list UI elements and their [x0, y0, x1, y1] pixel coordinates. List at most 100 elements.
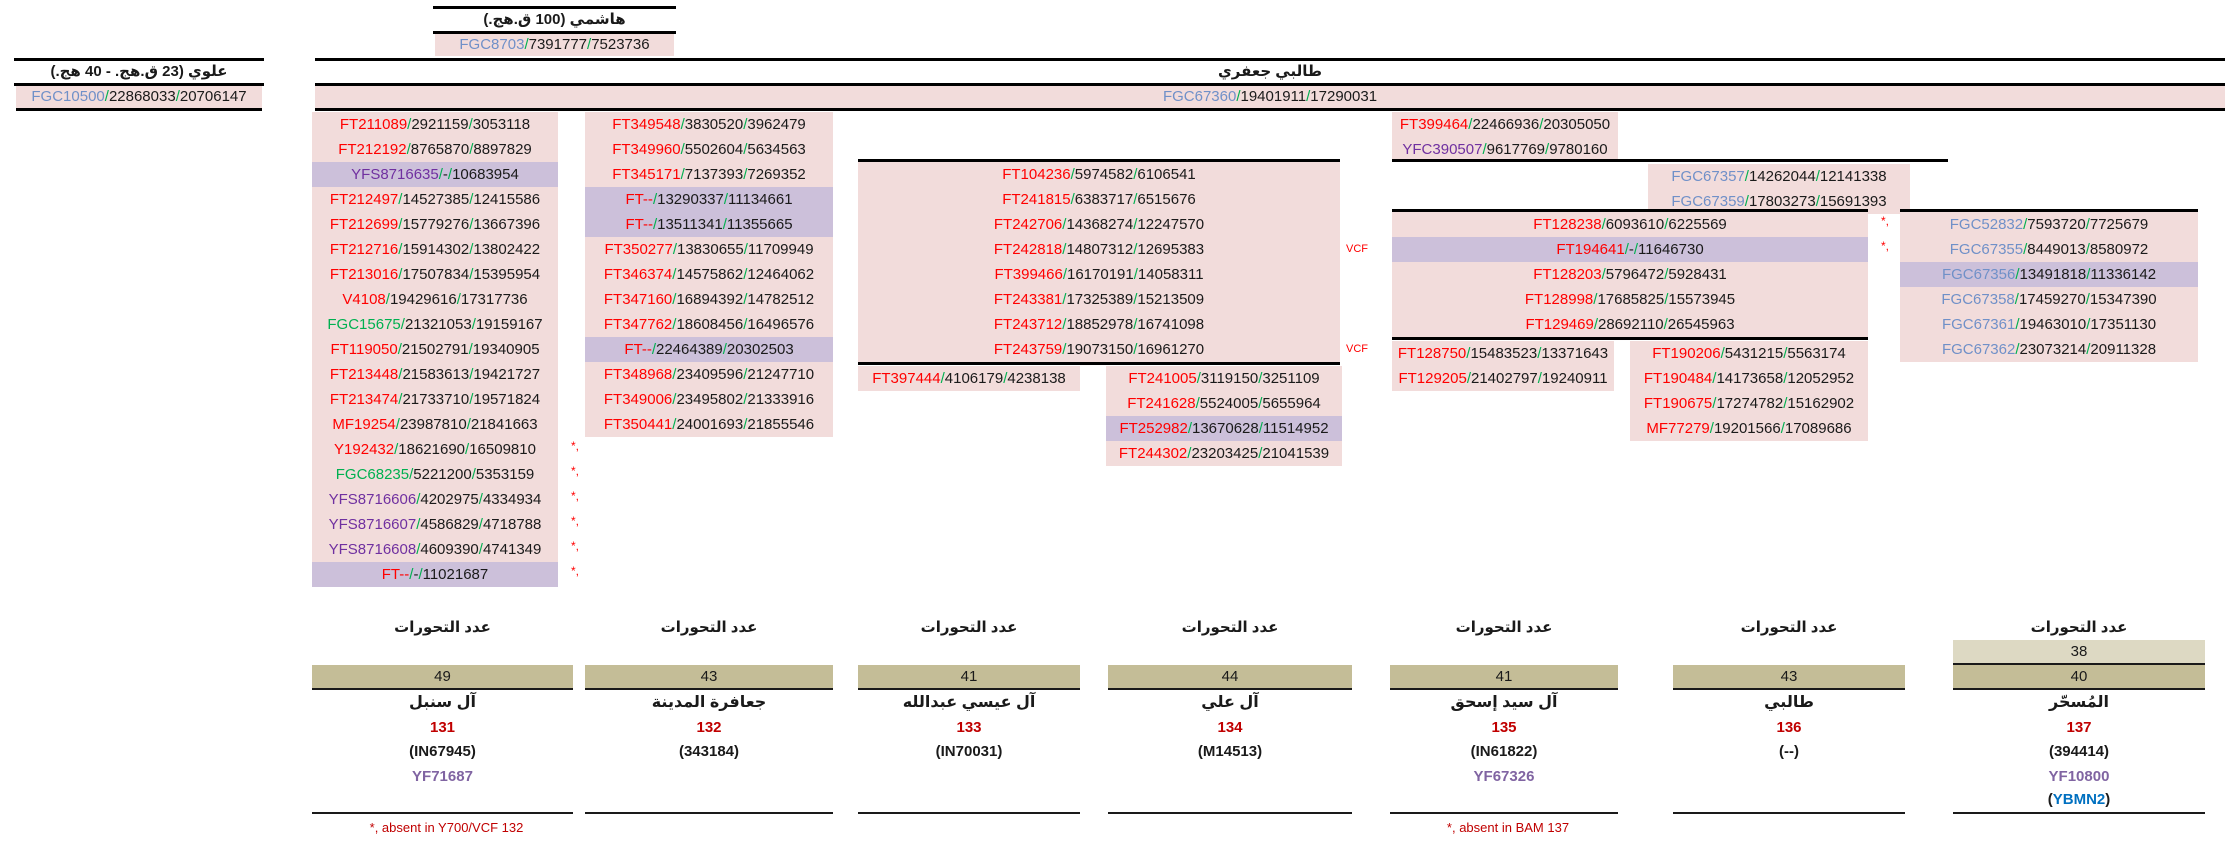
separator: / [2014, 291, 2019, 308]
position-hg38: 17459270 [2018, 291, 2086, 308]
separator: / [1664, 291, 1669, 308]
separator: / [1133, 166, 1138, 183]
separator: / [1133, 341, 1138, 358]
separator: / [1482, 141, 1487, 158]
separator: / [1709, 420, 1714, 437]
clan-number: 135 [1491, 719, 1517, 736]
kit-number: (343184) [678, 743, 740, 760]
mutations-count-bar: 43 [1673, 665, 1905, 690]
position-hg38: 17685825 [1597, 291, 1665, 308]
snp-name: FT190206 [1652, 345, 1721, 362]
position-hg19: 21041539 [1262, 445, 1330, 462]
footnote: *, absent in BAM 137 [1446, 820, 1570, 835]
position-hg19: 19421727 [473, 366, 541, 383]
snp-name: YFS8716606 [328, 491, 417, 508]
separator: / [743, 116, 748, 133]
snp-row-yfs8716635: YFS8716635/-/10683954 [312, 162, 558, 187]
snp-name: FT397444 [872, 370, 941, 387]
snp-name: FT242818 [993, 241, 1063, 258]
position-hg38: 19429616 [389, 291, 457, 308]
separator: / [1070, 191, 1075, 208]
position-hg19: 15691393 [1819, 193, 1887, 210]
separator: / [1187, 420, 1192, 437]
separator: / [2086, 341, 2091, 358]
separator: / [398, 191, 403, 208]
snp-name: FT212699 [329, 216, 399, 233]
snp-name: FGC67361 [1941, 316, 2016, 333]
column-divider [1108, 812, 1352, 814]
snp-row-ft190206: FT190206/5431215/5563174 [1630, 341, 1868, 366]
mutations-count-label: عدد التحورات [1181, 619, 1279, 636]
position-hg38: 14262044 [1748, 168, 1816, 185]
snp-name: FT243712 [993, 316, 1063, 333]
separator: / [1545, 141, 1550, 158]
position-hg38: 15483523 [1470, 345, 1538, 362]
position-hg38: 6383717 [1074, 191, 1134, 208]
kit-number: (IN61822) [1470, 743, 1538, 760]
mutations-count-label: عدد التحورات [920, 619, 1018, 636]
separator: / [469, 141, 474, 158]
position-hg19: 20911328 [2090, 341, 2157, 358]
position-hg38: - [1628, 241, 1634, 258]
snp-row-ft243381: FT243381/17325389/15213509 [858, 287, 1340, 312]
snp-name: FT119050 [330, 341, 398, 358]
separator: / [469, 266, 474, 283]
position-hg38: 28692110 [1598, 316, 1664, 333]
mutations-count-label: عدد التحورات [1740, 619, 1838, 636]
separator: / [468, 116, 473, 133]
position-hg19: 3053118 [472, 116, 531, 133]
separator: / [1195, 395, 1200, 412]
position-hg19: 19240911 [1541, 370, 1608, 387]
snp-row-ft242706: FT242706/14368274/12247570 [858, 212, 1340, 237]
separator: / [940, 370, 945, 387]
separator: / [524, 36, 529, 53]
footnote: *, absent in Y700/VCF 132 [369, 820, 524, 835]
separator: / [1062, 266, 1067, 283]
position-hg38: 13670628 [1192, 420, 1259, 437]
snp-row-ft194641: FT194641/-/11646730*, [1392, 237, 1889, 262]
separator: / [652, 191, 658, 208]
position-hg19: 14782512 [747, 291, 815, 308]
position-hg38: 5796472 [1605, 266, 1665, 283]
separator: / [743, 241, 748, 258]
mutations-count-bar: 44 [1108, 665, 1352, 690]
snp-name: FT194641 [1556, 241, 1625, 258]
position-hg38: 21583613 [402, 366, 470, 383]
snp-name: FT243759 [993, 341, 1063, 358]
snp-row-ft244302: FT244302/23203425/21041539 [1106, 441, 1342, 466]
absent-flag: *, [1880, 239, 1889, 253]
snp-row-ft212192: FT212192/8765870/8897829 [312, 137, 558, 162]
separator: / [2023, 241, 2028, 258]
snp-name: FGC68235 [335, 466, 410, 483]
snp-row-ft213016: FT213016/17507834/15395954 [312, 262, 558, 287]
absent-flag: *, [1880, 214, 1889, 228]
position-hg19: 7725679 [2089, 216, 2149, 233]
snp-name: YFS8716635 [351, 166, 439, 183]
position-hg38: 16170191 [1067, 266, 1134, 283]
separator: / [722, 216, 727, 233]
position-hg38: 15914302 [402, 241, 470, 258]
kit-number: (IN67945) [409, 743, 476, 760]
separator: / [385, 291, 390, 308]
clan-name: آل سيد إسحق [1450, 694, 1558, 711]
yfull-id: YF10800 [2048, 768, 2110, 785]
position-hg38: 14807312 [1066, 241, 1134, 258]
snp-name: Y192432 [334, 441, 395, 458]
position-hg38: 19401911 [1240, 88, 1307, 105]
position-hg38: - [413, 566, 419, 583]
separator: / [469, 216, 474, 233]
position-hg38: 23409596 [676, 366, 744, 383]
snp-row-ft345171: FT345171/7137393/7269352 [585, 162, 833, 187]
snp-name: FGC67360 [1162, 88, 1237, 105]
snp-name: FT241005 [1128, 370, 1197, 387]
snp-row-ft: FT--/13290337/11134661 [585, 187, 833, 212]
snp-name: FT213474 [329, 391, 399, 408]
separator: / [1133, 241, 1138, 258]
separator: / [1663, 316, 1668, 333]
snp-block-alawi: FGC10500/22868033/20706147 [16, 86, 262, 111]
separator: / [478, 541, 483, 558]
position-hg38: 14173658 [1716, 370, 1784, 387]
